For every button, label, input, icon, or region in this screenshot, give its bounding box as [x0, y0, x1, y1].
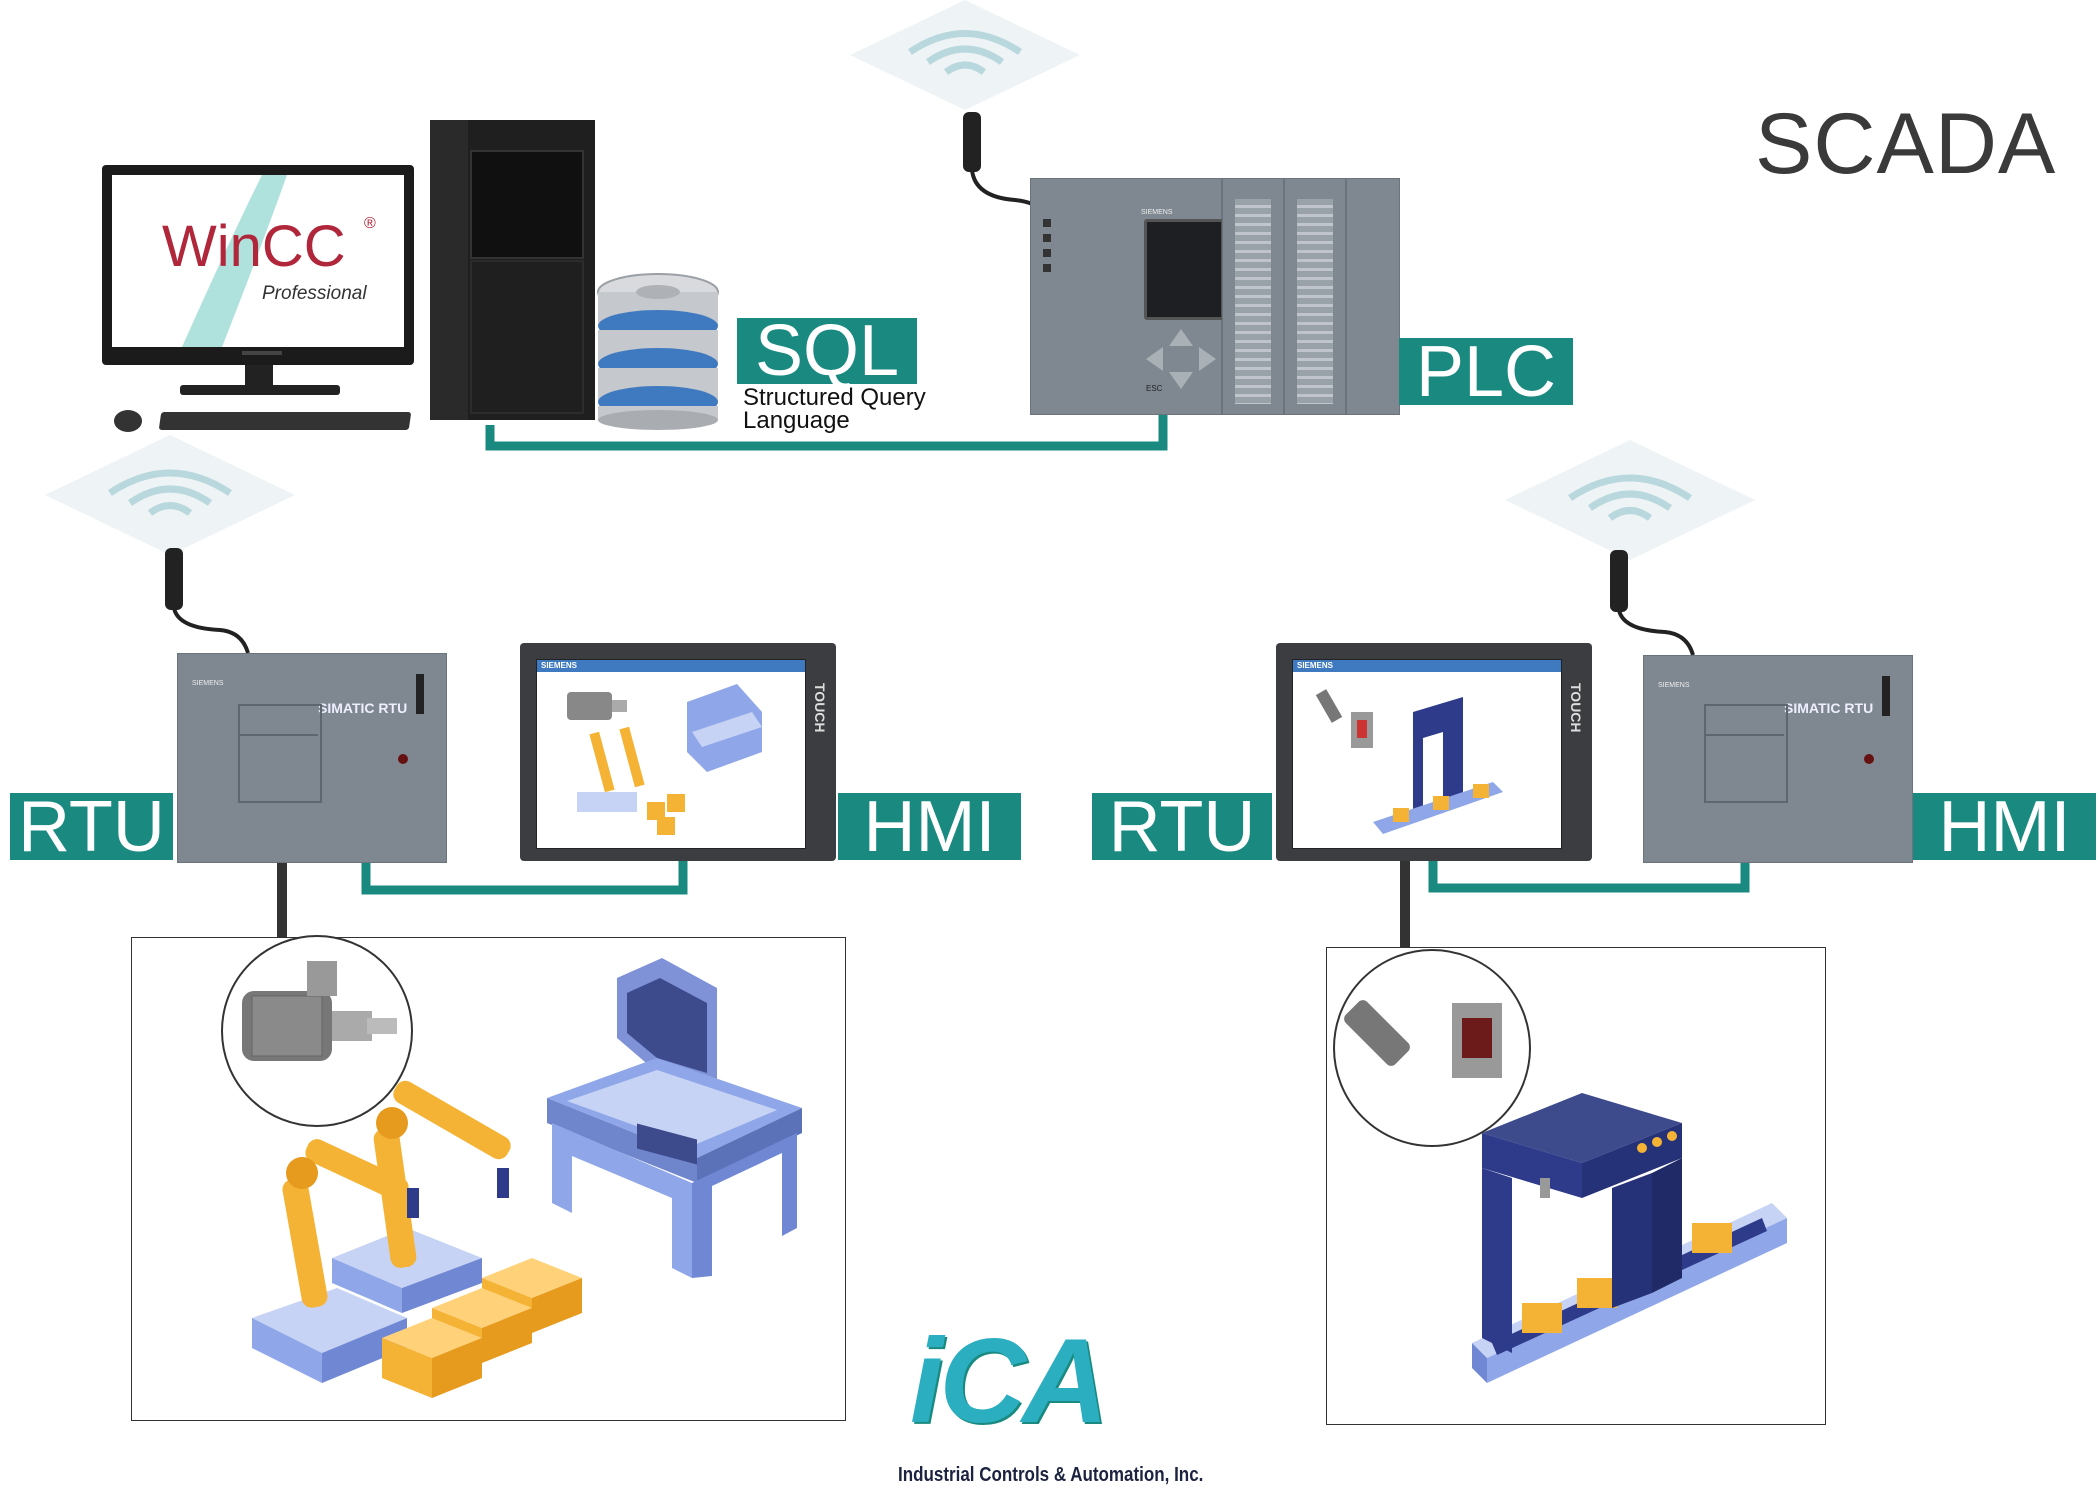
robot-arms-icon [252, 1080, 511, 1383]
hmi-screen: SIEMENS [1292, 659, 1562, 849]
database-icon [597, 273, 719, 430]
hmi-brand: SIEMENS [1297, 661, 1334, 670]
company-logo: iCA Industrial Controls & Automation, In… [890, 1314, 1203, 1500]
company-logo-mark: iCA [910, 1314, 1109, 1448]
hmi-brand: SIEMENS [541, 661, 578, 670]
monitor-screen: WinCC ® Professional [112, 175, 404, 347]
control-console-icon [547, 958, 802, 1278]
sensor-callout-icon [1333, 949, 1531, 1147]
server-tower [430, 120, 595, 420]
rtu-label-left: RTU [10, 791, 173, 863]
sql-description-line1: Structured Query [743, 384, 926, 411]
keyboard [158, 412, 412, 430]
left-rtu-hmi-link [361, 860, 688, 895]
conveyor-scene-thumbnail-icon [1315, 689, 1503, 834]
diagram-title: SCADA [1755, 96, 2057, 192]
wifi-signal-icon [45, 435, 295, 555]
plc-device: SIEMENS ESC [1030, 178, 1400, 415]
plc-io-module [1284, 178, 1346, 415]
hmi-screen: SIEMENS [536, 659, 806, 849]
sql-description-line2: Language [743, 407, 850, 434]
hmi-label-right: HMI [1913, 791, 2096, 863]
sql-description: Structured Query Language [743, 384, 926, 434]
plc-io-module [1346, 178, 1400, 415]
hmi-side-label: TOUCH [812, 683, 828, 733]
rtu-brand: SIEMENS [192, 680, 224, 687]
plc-display [1144, 219, 1224, 320]
plc-dpad-icon [1146, 329, 1216, 389]
rtu-model: SIMATIC RTU [318, 700, 408, 716]
product-boxes-icon [382, 1258, 582, 1398]
plc-brand: SIEMENS [1141, 209, 1173, 216]
monitor: WinCC ® Professional [102, 165, 414, 365]
rtu-device-left: SIEMENS SIMATIC RTU [177, 653, 447, 863]
sql-label: SQL [737, 315, 917, 387]
wifi-signal-icon [1505, 440, 1755, 560]
hmi-side-label: TOUCH [1568, 683, 1584, 733]
software-name: WinCC [162, 214, 346, 279]
motor-callout-icon [221, 935, 413, 1127]
plc-esc-key: ESC [1146, 384, 1163, 393]
monitor-base [180, 385, 340, 395]
rtu-device-right: SIEMENS SIMATIC RTU [1643, 655, 1913, 863]
wincc-swoosh-icon [182, 175, 287, 347]
software-edition: Professional [262, 283, 367, 304]
company-name: Industrial Controls & Automation, Inc. [898, 1464, 1204, 1486]
rtu-label-right: RTU [1092, 791, 1272, 863]
wifi-signal-icon [850, 0, 1080, 110]
plc-io-module [1222, 178, 1284, 415]
antenna-icon [1610, 550, 1695, 656]
mouse [114, 410, 142, 432]
conveyor-machine-icon [1472, 1093, 1787, 1383]
hmi-panel-right: SIEMENS TOUCH [1276, 643, 1592, 861]
rtu-model: SIMATIC RTU [1784, 700, 1874, 716]
workstation: WinCC ® Professional [100, 120, 700, 440]
plc-label: PLC [1399, 336, 1573, 408]
plc-cpu-module: SIEMENS ESC [1030, 178, 1224, 415]
software-mark: ® [364, 215, 376, 232]
right-hmi-rtu-link [1428, 860, 1750, 893]
server-plc-link [485, 412, 1168, 451]
field-scene-left [131, 935, 846, 1421]
field-scene-right [1326, 947, 1826, 1425]
rtu-brand: SIEMENS [1658, 682, 1690, 689]
monitor-stand [245, 365, 273, 387]
hmi-panel-left: SIEMENS TOUCH [520, 643, 836, 861]
hmi-label-left: HMI [838, 791, 1021, 863]
robot-scene-thumbnail-icon [567, 684, 762, 835]
antenna-icon [165, 548, 250, 654]
